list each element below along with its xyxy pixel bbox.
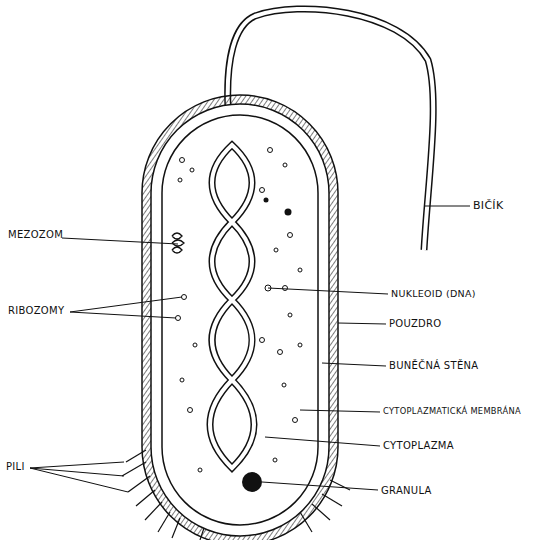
leader-lines [30,206,470,492]
inclusion-dot [264,198,269,203]
cell-wall [151,104,329,536]
granule [242,472,262,492]
part-label: MEZOZOM [8,230,63,240]
part-label: NUKLEOID (DNA) [391,289,476,299]
part-label: GRANULA [381,486,432,496]
part-label: BUNĚČNÁ STĚNA [389,361,478,371]
part-label: POUZDRO [389,319,442,329]
ribosomes [176,148,303,473]
part-label: CYTOPLAZMATICKÁ MEMBRÁNA [383,407,521,415]
mesosome [172,233,184,253]
nucleoid [210,145,254,468]
inclusion-dot [285,209,292,216]
cytoplasmic-membrane [162,115,318,525]
part-label: PILI [6,462,25,472]
part-label: CYTOPLAZMA [383,441,454,451]
part-label: BIČÍK [473,200,503,211]
part-label: RIBOZOMY [8,306,64,316]
